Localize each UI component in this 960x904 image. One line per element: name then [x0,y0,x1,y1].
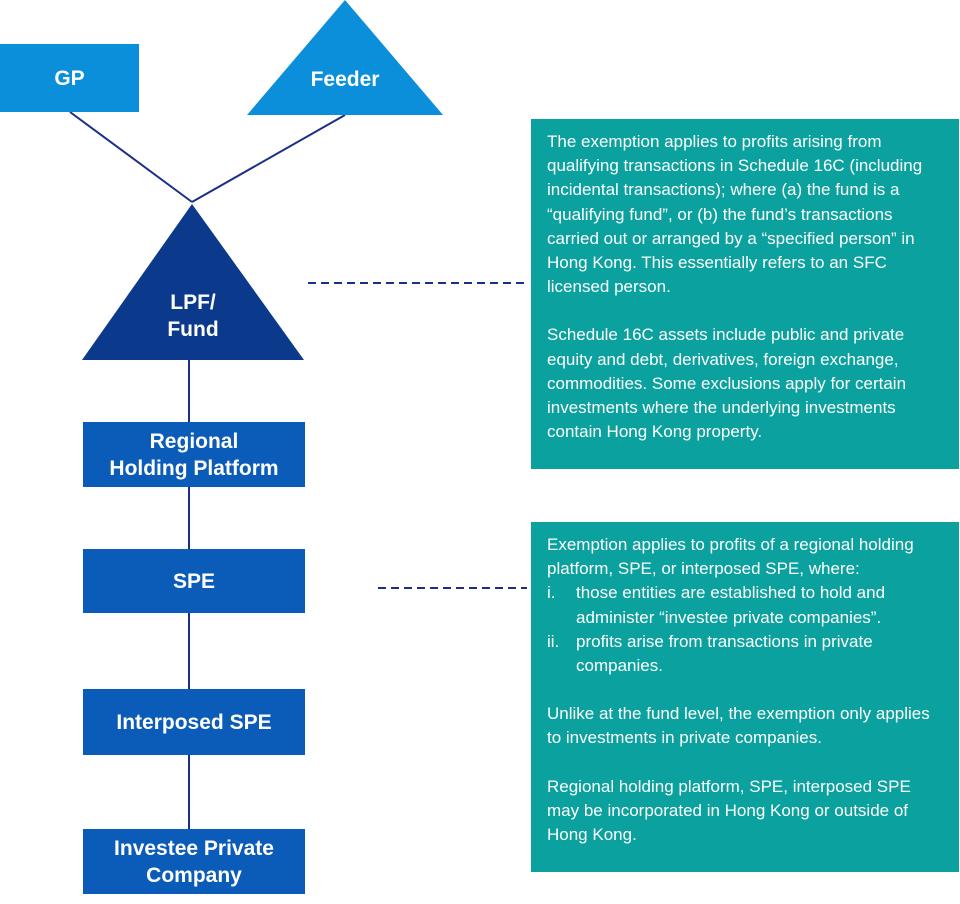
edge-feeder-to-fund [191,114,346,203]
fund-note-paragraph-1: The exemption applies to profits arising… [547,132,923,297]
investee-node-label: Investee Private Company [114,836,274,887]
feeder-node-shape [247,0,443,115]
spe-node-label: SPE [172,569,216,593]
investee-node-shape [83,829,305,894]
list-marker: ii. [547,631,560,651]
gp-node-label: GP [54,66,85,90]
fund-note-paragraph-2: Schedule 16C assets include public and p… [547,325,907,442]
fund-node-shape [82,204,304,360]
condition-text: profits arise from transactions in priva… [576,631,873,676]
feeder-node-label: Feeder [310,67,380,91]
regional-node-shape [83,422,305,487]
edge-gp-to-fund [69,111,193,203]
spe-node-shape [83,549,305,613]
spe-note-conditions-list: i. those entities are established to hol… [547,581,945,678]
fund-node-label: LPF/ Fund [167,291,219,341]
spe-exemption-note: Exemption applies to profits of a region… [531,522,959,872]
spe-note-condition: i. those entities are established to hol… [547,581,945,629]
spe-note-intro: Exemption applies to profits of a region… [547,535,914,579]
interposed-node-shape [83,689,305,755]
gp-node-shape [0,44,139,112]
spe-note-paragraph-3: Regional holding platform, SPE, interpos… [547,776,911,845]
fund-exemption-note: The exemption applies to profits arising… [531,119,959,469]
list-marker: i. [547,583,556,603]
regional-node-label: Regional Holding Platform [109,429,279,480]
interposed-node-label: Interposed SPE [116,710,272,734]
spe-note-paragraph-2: Unlike at the fund level, the exemption … [547,704,930,748]
spe-note-condition: ii. profits arise from transactions in p… [547,630,945,678]
condition-text: those entities are established to hold a… [576,583,886,627]
